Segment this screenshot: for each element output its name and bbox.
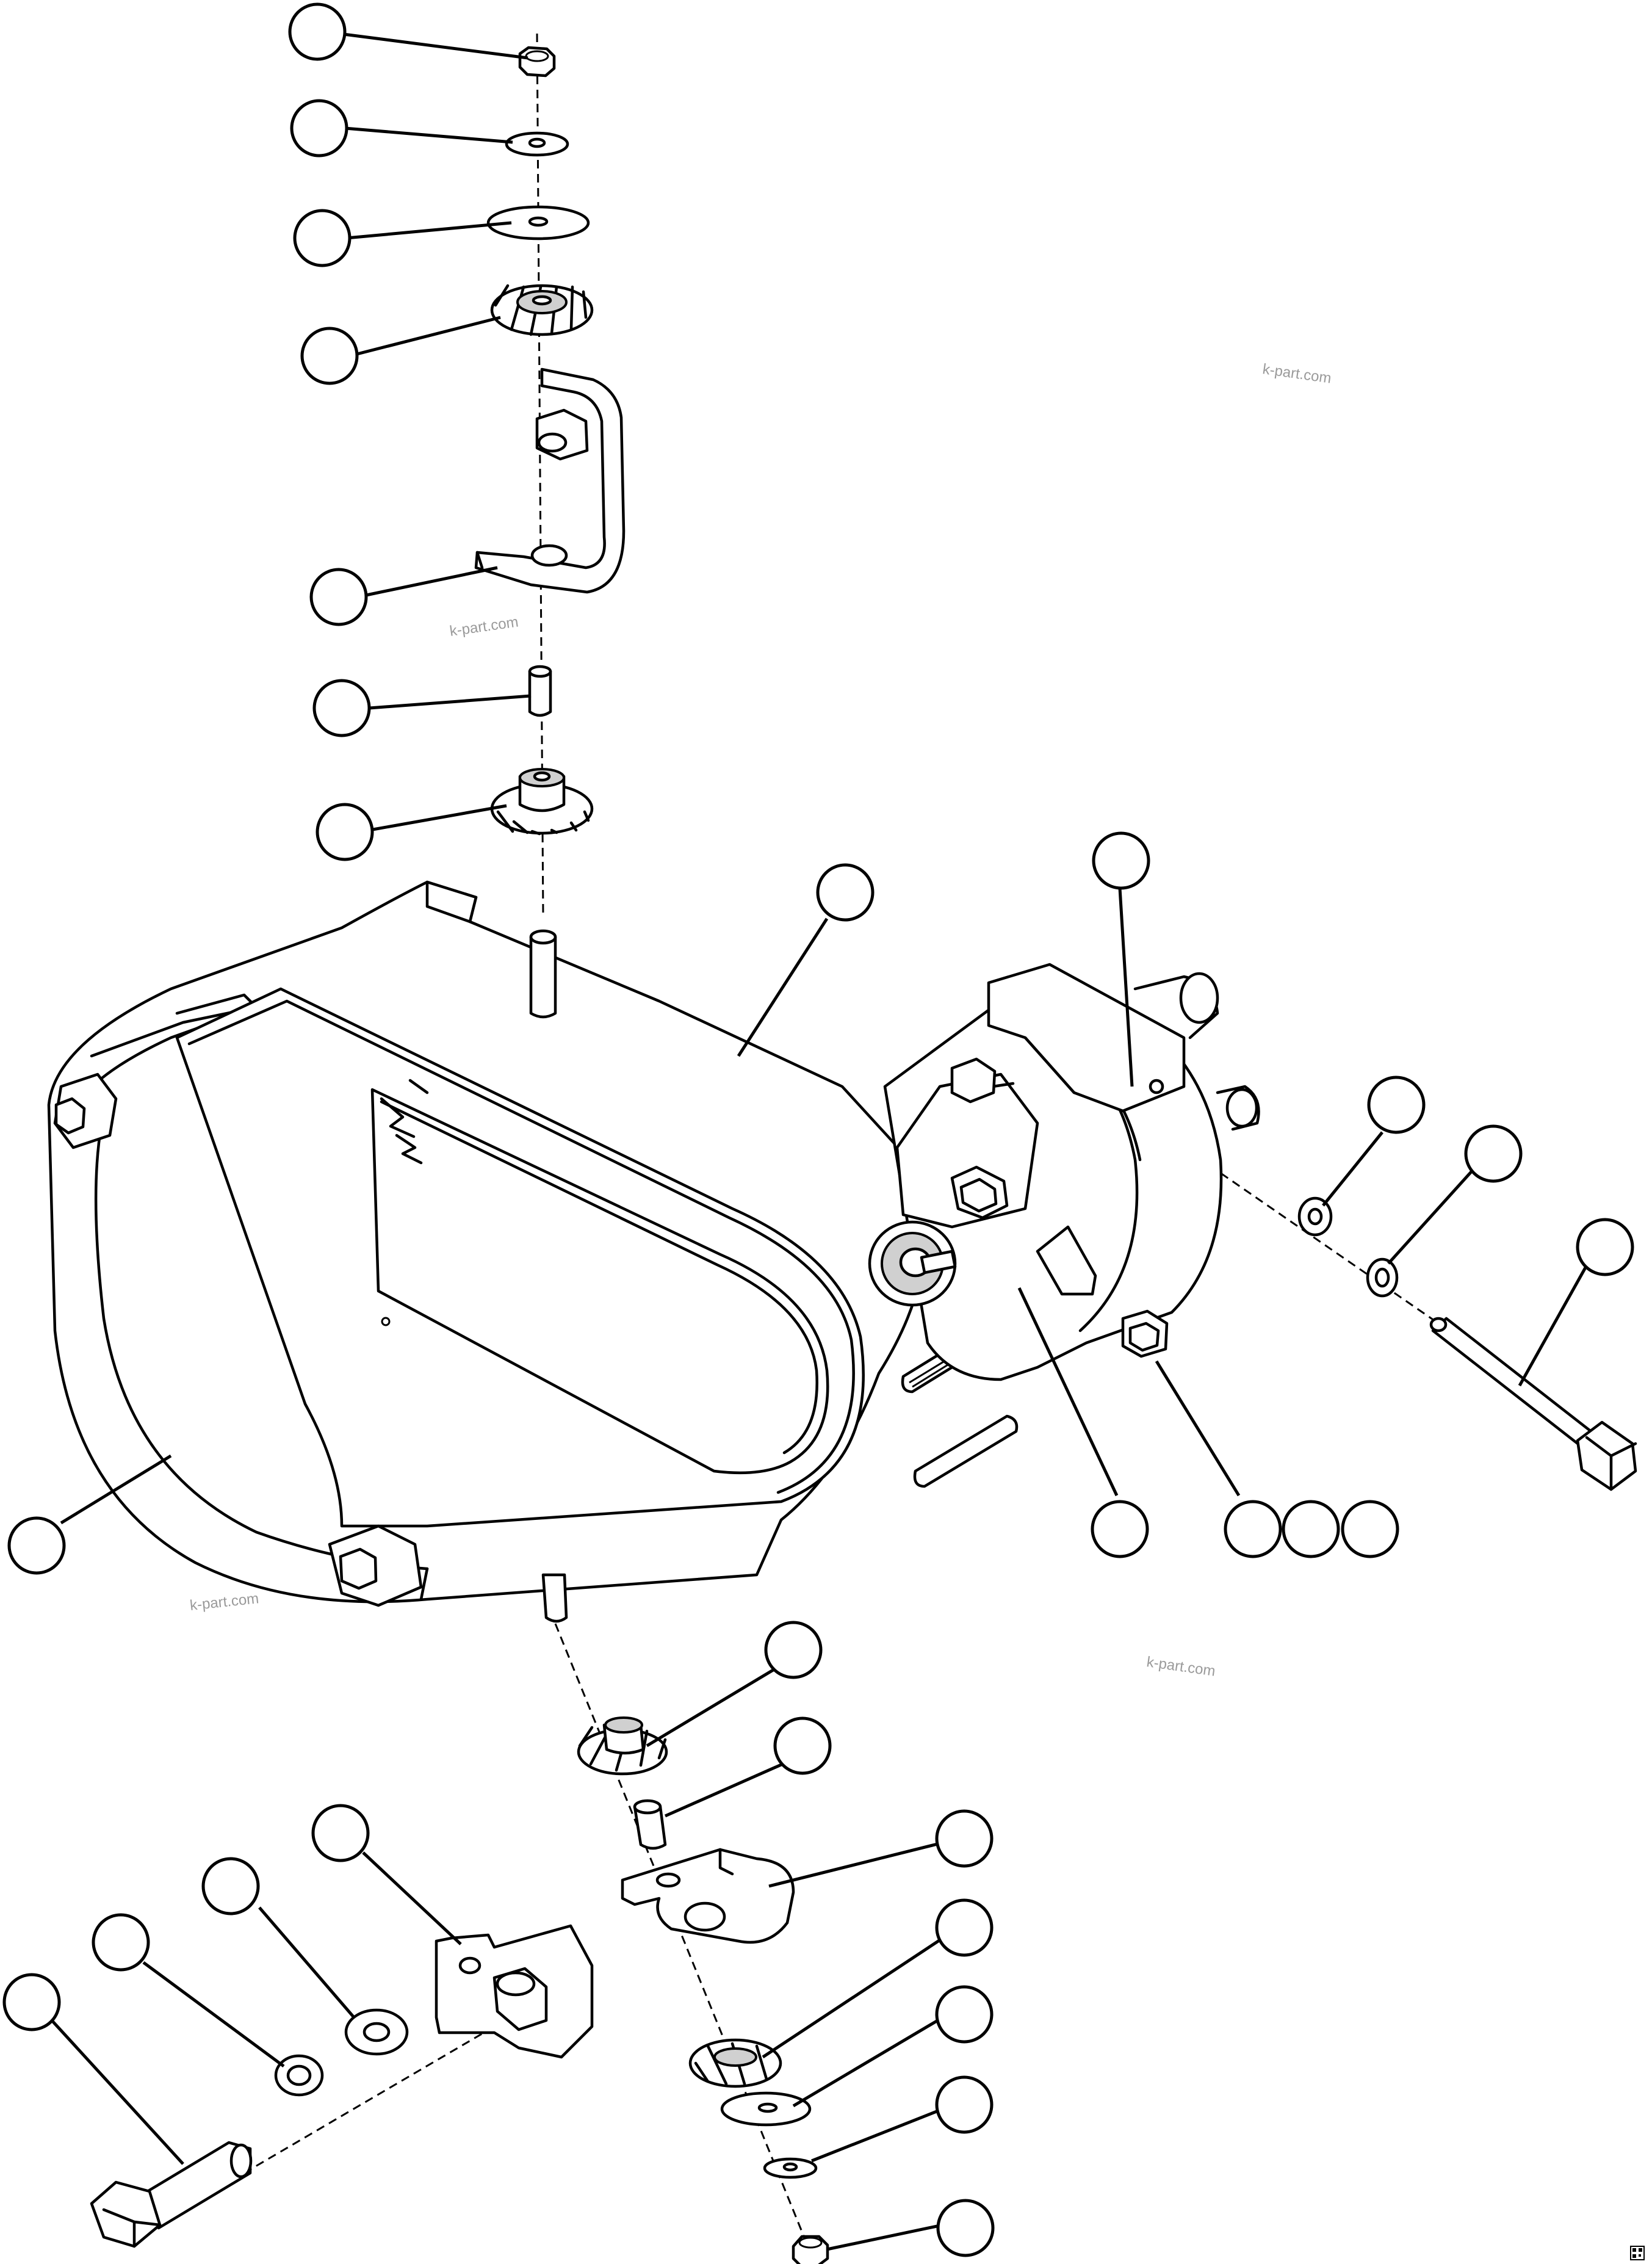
rubber-grommet-top bbox=[490, 284, 594, 336]
side-bracket-lower-left bbox=[435, 1924, 594, 2059]
lock-washer-right bbox=[1366, 1257, 1399, 1298]
watermark-text: k-part.com bbox=[1145, 1654, 1216, 1680]
spacer-tube-top bbox=[528, 665, 552, 717]
qr-code-icon bbox=[1630, 2246, 1645, 2260]
spacer-tube-lower bbox=[633, 1799, 667, 1850]
callout-bubble bbox=[309, 568, 368, 626]
mounting-bracket-lower bbox=[621, 1848, 795, 1944]
rubber-grommet-middle bbox=[490, 768, 594, 836]
callout-bubble bbox=[935, 1898, 994, 1957]
callout-bubble bbox=[290, 99, 348, 157]
callout-bubble bbox=[773, 1716, 832, 1775]
explode-axis-bolt-left bbox=[243, 2025, 495, 2174]
callout-bubble bbox=[288, 2, 347, 61]
small-washer-lower bbox=[763, 2157, 818, 2179]
lock-washer-lower-left bbox=[274, 2054, 324, 2097]
callout-bubble bbox=[1091, 1500, 1149, 1558]
bottom-nut bbox=[792, 2235, 829, 2264]
watermark-text: k-part.com bbox=[1261, 361, 1332, 387]
callout-bubble bbox=[935, 2075, 994, 2134]
callout-bubble bbox=[935, 1809, 994, 1868]
watermark-text: k-part.com bbox=[449, 613, 519, 640]
callout-bubble bbox=[92, 1913, 150, 1972]
rubber-grommet-lower-top bbox=[577, 1716, 668, 1776]
callout-bubble bbox=[311, 1804, 370, 1862]
small-washer-top bbox=[505, 131, 569, 157]
callout-bubble bbox=[935, 1985, 994, 2044]
flywheel-housing-cover bbox=[47, 880, 1019, 1623]
callout-bubble bbox=[300, 327, 359, 385]
top-nut bbox=[518, 46, 556, 78]
callout-bubble bbox=[764, 1621, 823, 1679]
starter-motor bbox=[868, 963, 1260, 1381]
callout-bubble bbox=[1464, 1124, 1523, 1183]
callout-bubble bbox=[1282, 1500, 1340, 1558]
mounting-bracket-top bbox=[474, 367, 626, 594]
callout-bubble bbox=[1367, 1076, 1426, 1134]
callout-bubble bbox=[7, 1516, 66, 1575]
callout-bubble bbox=[293, 209, 352, 267]
callout-bubble bbox=[316, 803, 374, 861]
rubber-grommet-lower-bottom bbox=[688, 2038, 782, 2088]
callout-bubble bbox=[936, 2199, 995, 2257]
leader-lines bbox=[51, 32, 1595, 2251]
large-washer-lower bbox=[720, 2091, 812, 2127]
callout-bubble bbox=[312, 679, 371, 737]
large-washer-top bbox=[486, 205, 590, 241]
callout-bubble bbox=[201, 1857, 260, 1915]
watermark-text: k-part.com bbox=[189, 1590, 260, 1614]
starter-bolt-right bbox=[1429, 1317, 1637, 1491]
callout-bubble bbox=[1092, 831, 1150, 890]
callout-bubble bbox=[816, 863, 875, 922]
bolt-lower-left bbox=[90, 2141, 253, 2248]
callout-bubble bbox=[1341, 1500, 1399, 1558]
callout-bubble bbox=[1576, 1218, 1634, 1276]
flat-washer-right bbox=[1297, 1196, 1333, 1237]
flat-washer-lower-left bbox=[344, 2008, 409, 2056]
callout-bubble bbox=[1224, 1500, 1282, 1558]
callout-bubble bbox=[2, 1973, 61, 2031]
